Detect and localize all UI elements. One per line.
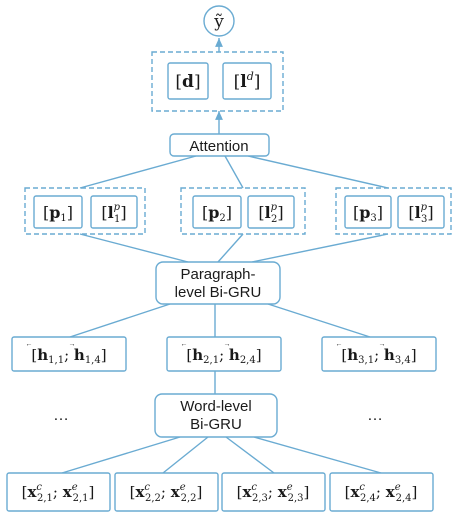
output-label: ỹ — [213, 12, 224, 32]
ellipsis-right: … — [367, 407, 383, 424]
l1-box — [90, 195, 138, 229]
document-group — [151, 51, 284, 112]
edge-h3-to-pgru — [267, 303, 371, 338]
p2-label: [p2] — [202, 203, 232, 224]
edge-pgroup3-to-attention — [247, 155, 389, 189]
svg-text:→: → — [379, 340, 386, 348]
output-node — [203, 5, 235, 37]
hidden-state-2 — [166, 336, 282, 372]
svg-text:→: → — [69, 340, 76, 348]
input-box-1 — [6, 472, 111, 512]
svg-text:←: ← — [336, 340, 343, 348]
edge-h1-to-pgru — [69, 303, 171, 338]
paragraph-gru-line1: Paragraph- — [180, 266, 255, 283]
doc-vector-label: [d] — [175, 72, 200, 92]
direction-arrow-icons: ← → ← → ← → — [26, 340, 386, 348]
paragraph-group-3 — [335, 187, 452, 235]
paragraph-gru-box — [155, 261, 281, 305]
p3-box — [344, 195, 392, 229]
edge-pgru-to-pgroup1 — [79, 233, 189, 263]
attention-box — [169, 133, 270, 157]
hidden-state-3 — [321, 336, 437, 372]
attention-label: Attention — [189, 138, 248, 155]
l2-box — [247, 195, 295, 229]
input-box-3 — [221, 472, 326, 512]
edge-pgroup1-to-attention — [79, 155, 197, 189]
svg-text:→: → — [224, 340, 231, 348]
p2-box — [192, 195, 242, 229]
hidden-state-1 — [11, 336, 127, 372]
ellipsis-left: … — [53, 407, 69, 424]
edge-x3-to-wgru — [225, 436, 275, 474]
p1-label: [p1] — [43, 203, 73, 224]
word-gru-line2: Bi-GRU — [190, 416, 242, 433]
edge-pgru-to-pgroup3 — [251, 233, 389, 263]
input-box-4 — [329, 472, 434, 512]
edge-x4-to-wgru — [253, 436, 382, 474]
edge-pgroup2-to-attention — [224, 155, 244, 189]
input-box-2 — [114, 472, 219, 512]
edge-x2-to-wgru — [162, 436, 209, 474]
doc-vector-box — [167, 62, 209, 100]
word-gru-box — [154, 393, 278, 438]
connection-lines — [61, 38, 389, 474]
doc-label-label: [ld] — [234, 70, 261, 92]
l3-box — [397, 195, 445, 229]
word-gru-line1: Word-level — [180, 398, 251, 415]
doc-label-box — [222, 62, 272, 100]
svg-text:←: ← — [26, 340, 33, 348]
edge-pgru-to-pgroup2 — [217, 233, 244, 263]
p1-box — [33, 195, 83, 229]
paragraph-group-1 — [24, 187, 146, 235]
svg-text:←: ← — [181, 340, 188, 348]
paragraph-gru-line2: level Bi-GRU — [175, 284, 262, 301]
paragraph-group-2 — [180, 187, 306, 235]
edge-x1-to-wgru — [61, 436, 181, 474]
p3-label: [p3] — [353, 203, 383, 224]
